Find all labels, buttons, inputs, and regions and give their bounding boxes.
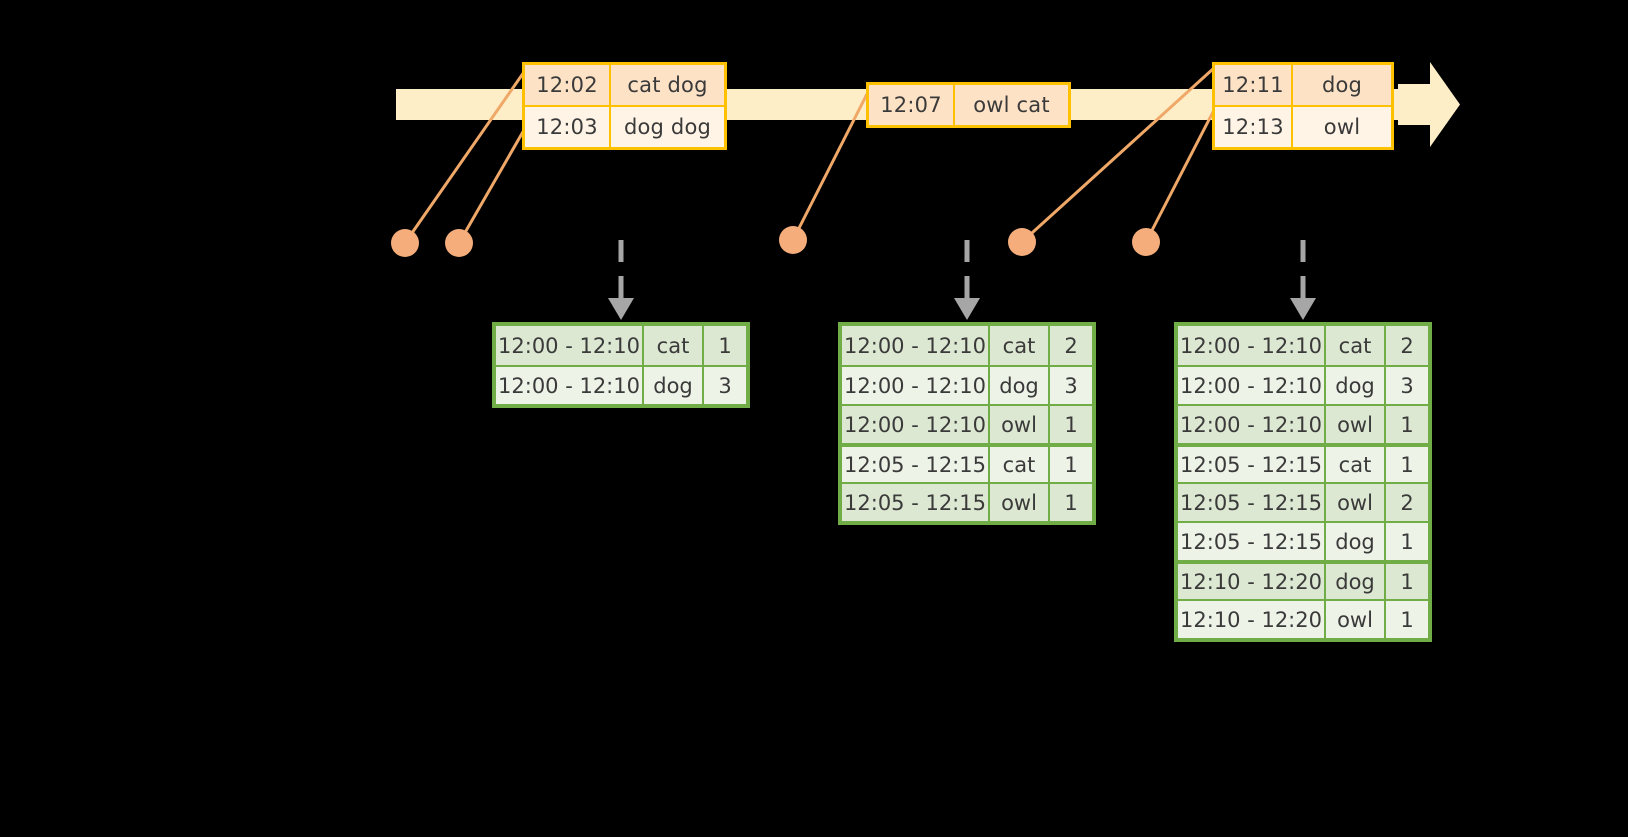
result-count: 1 <box>1064 452 1078 477</box>
event-row: 12:03 dog dog <box>525 105 724 147</box>
result-word: owl <box>990 406 1050 443</box>
result-count: 1 <box>1064 412 1078 437</box>
event-row: 12:02 cat dog <box>525 65 724 105</box>
result-count: 2 <box>1400 333 1414 358</box>
event-box-1[interactable]: 12:02 cat dog 12:03 dog dog <box>522 62 727 150</box>
result-count: 1 <box>1400 529 1414 554</box>
result-window: 12:10 - 12:20 <box>1178 564 1326 599</box>
result-word: dog <box>1326 564 1386 599</box>
connector-line-3 <box>791 91 870 241</box>
dashed-arrow-head-2 <box>954 298 980 320</box>
result-window: 12:00 - 12:10 <box>496 326 644 365</box>
result-window: 12:00 - 12:10 <box>1178 367 1326 404</box>
result-word: owl <box>990 484 1050 521</box>
result-word: dog <box>1326 523 1386 560</box>
result-word: cat <box>990 447 1050 482</box>
dashed-arrow-head-3 <box>1290 298 1316 320</box>
connector-line-2 <box>457 129 526 244</box>
connector-dot-4 <box>1008 228 1036 256</box>
result-word: cat <box>990 326 1050 365</box>
result-window: 12:05 - 12:15 <box>1178 523 1326 560</box>
event-time: 12:02 <box>525 65 611 105</box>
event-box-2[interactable]: 12:07 owl cat <box>866 82 1071 128</box>
result-word: cat <box>1326 447 1386 482</box>
connector-line-1 <box>403 71 526 244</box>
result-count: 1 <box>1400 569 1414 594</box>
result-word: owl <box>1326 484 1386 521</box>
result-window: 12:05 - 12:15 <box>842 484 990 521</box>
result-word: cat <box>644 326 704 365</box>
event-words: cat dog <box>627 73 708 97</box>
result-count: 3 <box>1064 373 1078 398</box>
result-count: 1 <box>1400 412 1414 437</box>
result-count: 2 <box>1400 490 1414 515</box>
connector-dot-2 <box>445 229 473 257</box>
connector-line-4 <box>1020 66 1216 244</box>
event-words: dog <box>1321 73 1363 97</box>
result-word: dog <box>1326 367 1386 404</box>
event-time: 12:13 <box>1215 107 1293 147</box>
connector-dot-1 <box>391 229 419 257</box>
result-word: owl <box>1326 601 1386 638</box>
result-count: 1 <box>1400 607 1414 632</box>
result-count: 3 <box>718 373 732 398</box>
event-box-3[interactable]: 12:11 dog 12:13 owl <box>1212 62 1394 150</box>
connector-dot-3 <box>779 226 807 254</box>
result-count: 1 <box>1400 452 1414 477</box>
connector-line-5 <box>1144 109 1216 243</box>
result-window: 12:00 - 12:10 <box>842 367 990 404</box>
result-window: 12:10 - 12:20 <box>1178 601 1326 638</box>
result-window: 12:00 - 12:10 <box>1178 326 1326 365</box>
event-time: 12:07 <box>869 85 955 125</box>
result-word: dog <box>644 367 704 404</box>
result-window: 12:00 - 12:10 <box>842 326 990 365</box>
connector-dot-5 <box>1132 228 1160 256</box>
result-count: 1 <box>1064 490 1078 515</box>
event-row: 12:07 owl cat <box>869 85 1068 125</box>
timeline-arrow-head <box>1398 62 1460 147</box>
event-row: 12:13 owl <box>1215 105 1391 147</box>
dashed-arrow-head-1 <box>608 298 634 320</box>
event-time: 12:11 <box>1215 65 1293 105</box>
result-window: 12:05 - 12:15 <box>1178 484 1326 521</box>
event-words: owl cat <box>973 93 1050 117</box>
result-window: 12:00 - 12:10 <box>1178 406 1326 443</box>
event-row: 12:11 dog <box>1215 65 1391 105</box>
result-window: 12:00 - 12:10 <box>842 406 990 443</box>
event-words: owl <box>1323 115 1361 139</box>
result-count: 3 <box>1400 373 1414 398</box>
result-count: 2 <box>1064 333 1078 358</box>
result-window: 12:05 - 12:15 <box>842 447 990 482</box>
result-word: owl <box>1326 406 1386 443</box>
result-word: dog <box>990 367 1050 404</box>
result-window: 12:00 - 12:10 <box>496 367 644 404</box>
result-window: 12:05 - 12:15 <box>1178 447 1326 482</box>
event-time: 12:03 <box>525 107 611 147</box>
result-count: 1 <box>718 333 732 358</box>
result-word: cat <box>1326 326 1386 365</box>
event-words: dog dog <box>623 115 712 139</box>
